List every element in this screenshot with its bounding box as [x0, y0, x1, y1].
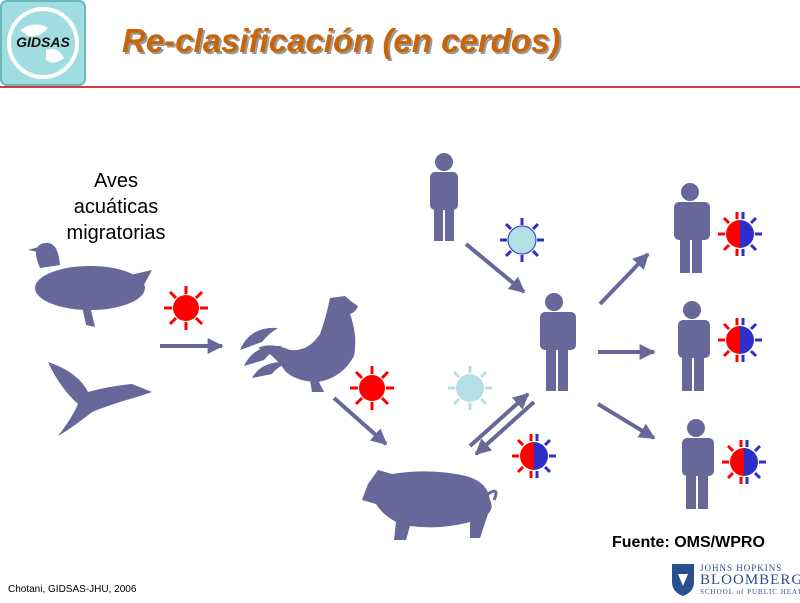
- human-icon-top: [430, 153, 458, 241]
- source-label: Fuente: OMS/WPRO: [612, 534, 765, 551]
- virus-reassortant-icon: [722, 440, 766, 484]
- arrow-center-to-right-1: [598, 252, 650, 306]
- credit-label: Chotani, GIDSAS-JHU, 2006: [8, 584, 137, 595]
- virus-reassortant-icon: [512, 434, 556, 478]
- svg-text:GIDSAS: GIDSAS: [16, 34, 70, 50]
- rooster-icon: [240, 296, 358, 392]
- duck-icon: [28, 242, 152, 327]
- human-icon-right-1: [674, 183, 710, 273]
- pig-icon: [362, 470, 498, 540]
- virus-red-icon: [350, 366, 394, 410]
- virus-reassortant-icon: [718, 318, 762, 362]
- arrow-chicken-to-pig: [332, 396, 388, 446]
- jhu-logo-line3: SCHOOL of PUBLIC HEALTH: [700, 588, 800, 596]
- human-icon-right-2: [678, 301, 710, 391]
- jhu-logo-line1: JOHNS HOPKINS: [700, 563, 783, 573]
- title-divider: [0, 86, 800, 88]
- virus-lightblue-icon: [448, 366, 492, 410]
- arrow-pig-to-human: [468, 392, 530, 448]
- jhu-logo-line2: BLOOMBERG: [700, 572, 800, 588]
- virus-red-icon: [164, 286, 208, 330]
- virus-lightblue-icon: [500, 218, 544, 262]
- virus-reassortant-icon: [718, 212, 762, 256]
- gidsas-logo: GIDSAS: [0, 0, 86, 86]
- arrow-human-to-center: [464, 242, 526, 294]
- jhu-bloomberg-logo: [668, 562, 796, 598]
- arrow-center-to-right-3: [596, 402, 656, 440]
- page-title: Re-clasificación (en cerdos): [122, 22, 561, 59]
- human-icon-center: [540, 293, 576, 391]
- arrow-human-to-pig: [474, 400, 536, 456]
- goose-icon: [48, 362, 152, 436]
- aves-label: Aves acuáticas migratorias: [66, 170, 166, 244]
- human-icon-right-3: [682, 419, 714, 509]
